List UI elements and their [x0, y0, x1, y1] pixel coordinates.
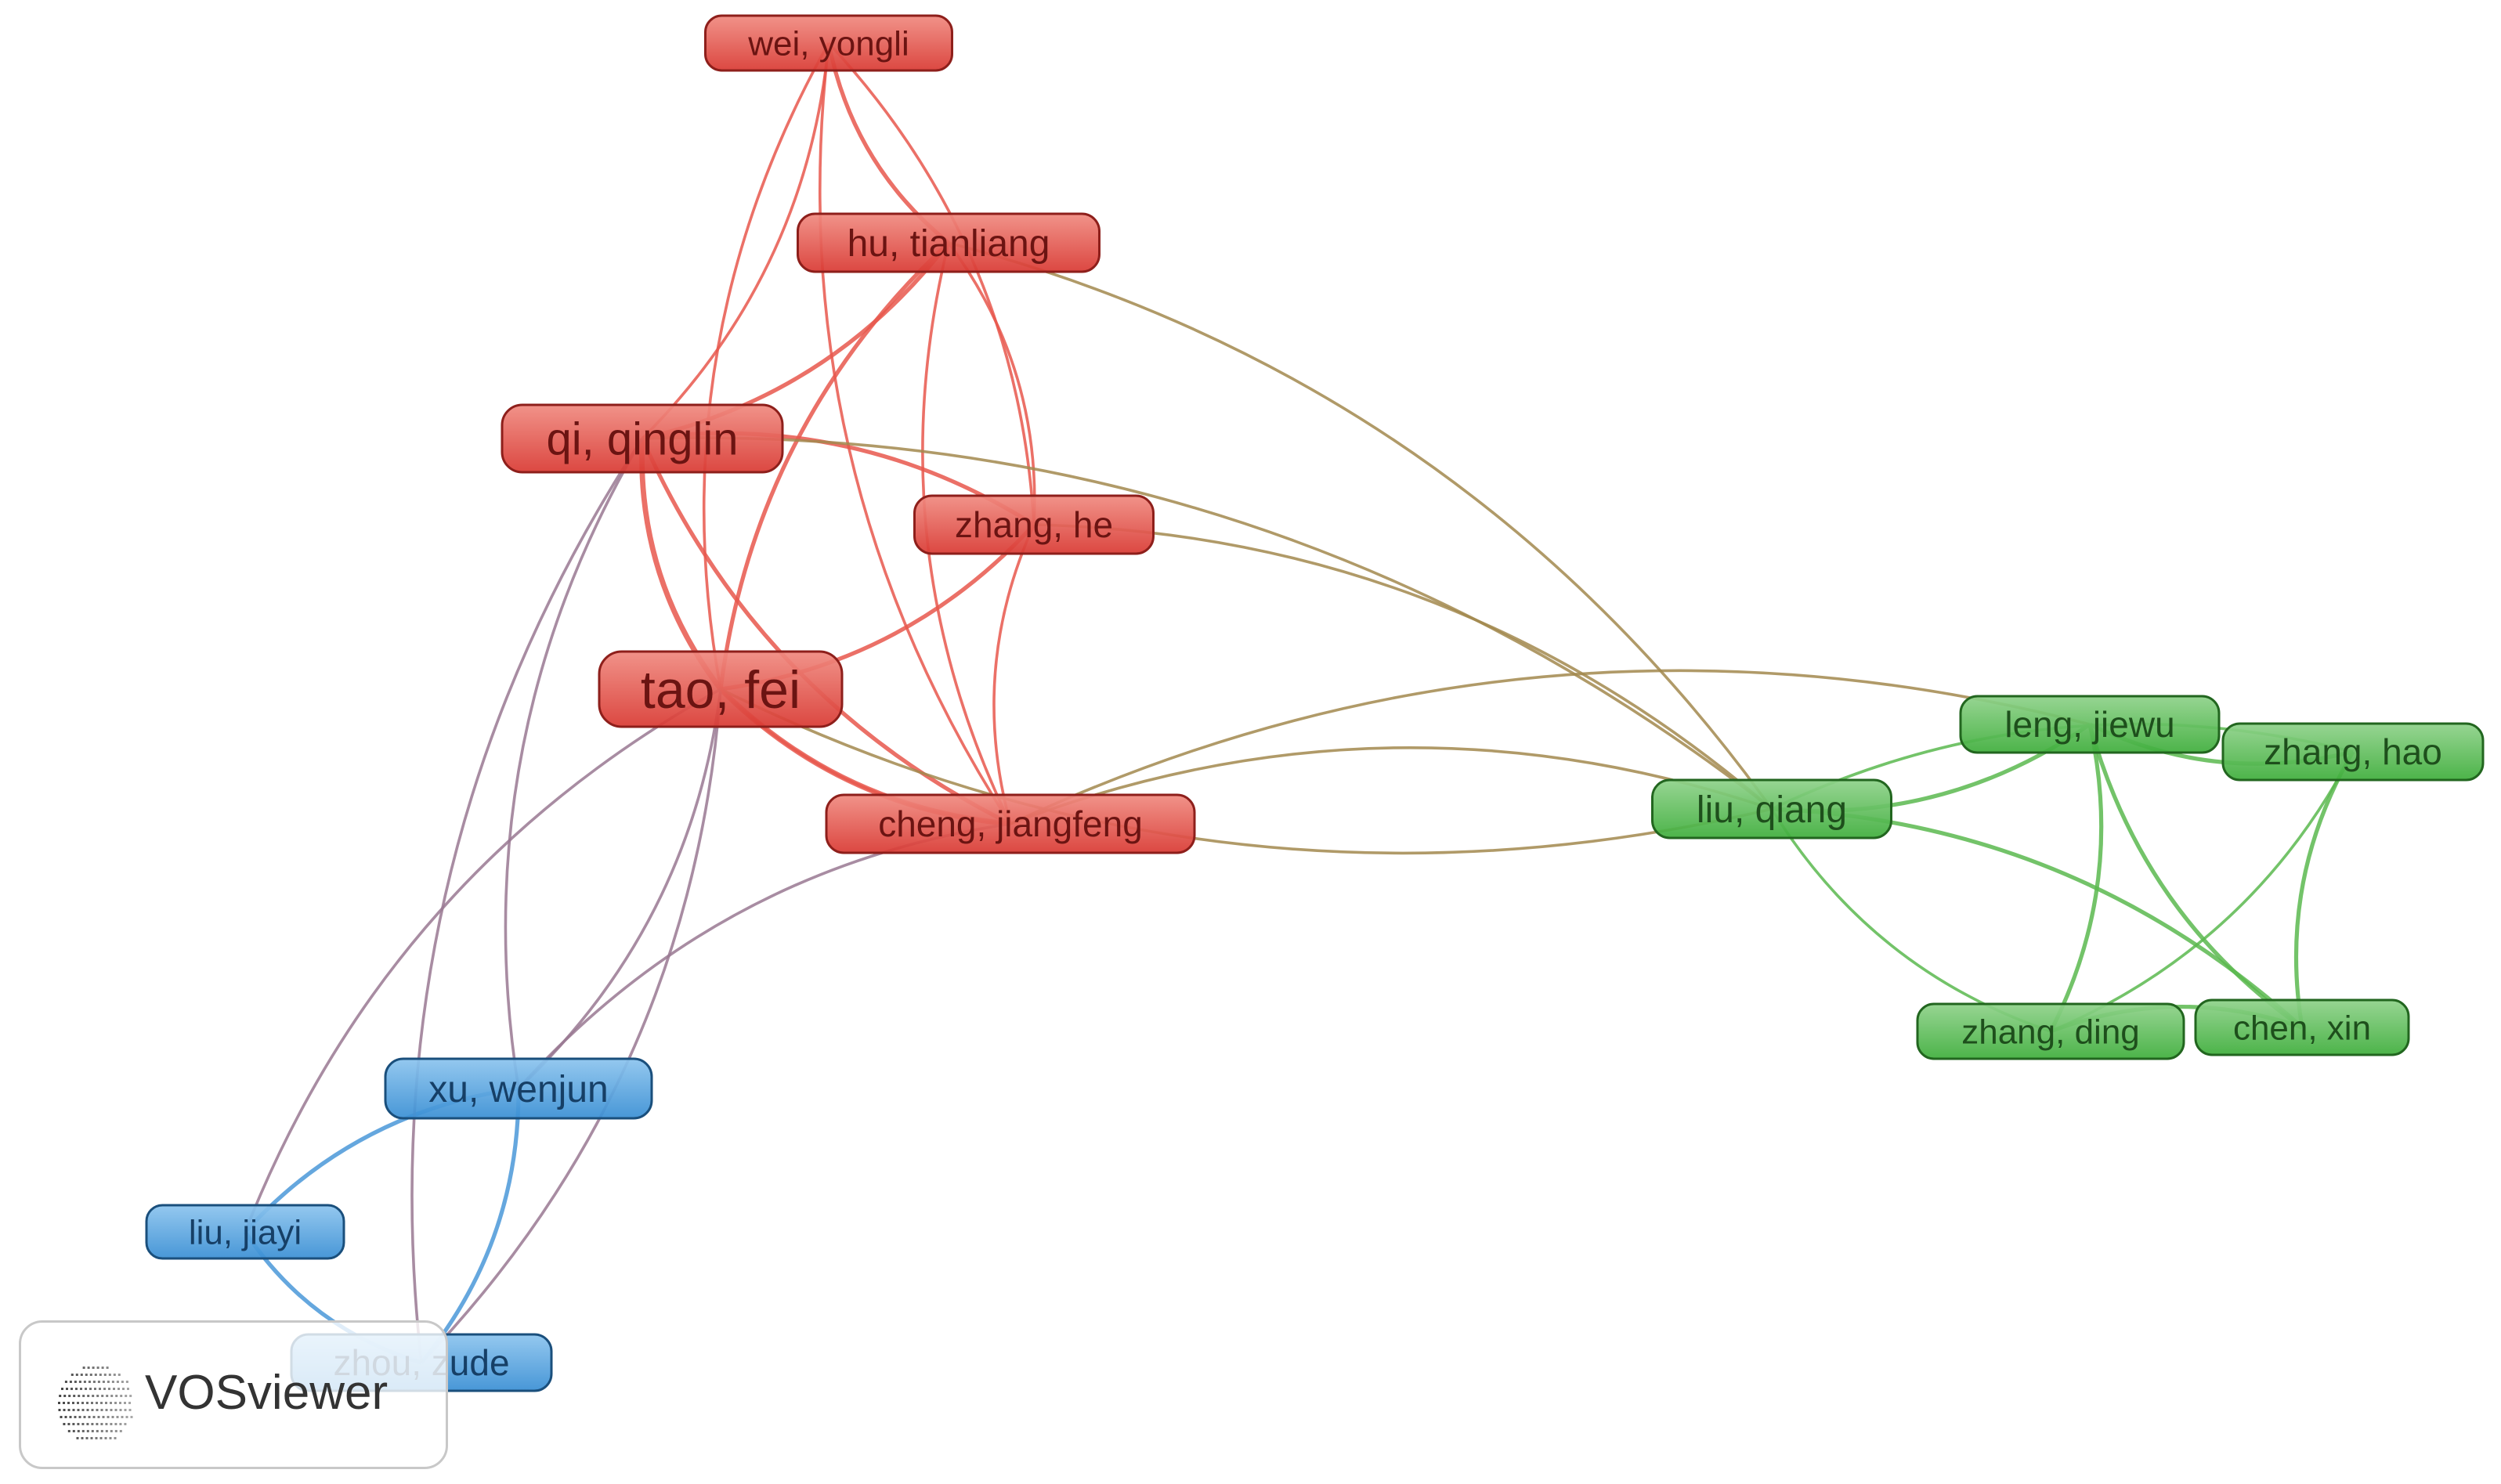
edge-zhang_he-cheng_jiangfeng: [992, 524, 1035, 825]
node-label: hu, tianliang: [848, 223, 1050, 265]
node-label: zhang, hao: [2264, 731, 2442, 772]
node-label: chen, xin: [2233, 1009, 2371, 1047]
node-box[interactable]: [1959, 695, 2221, 754]
node-box[interactable]: [384, 1057, 653, 1120]
node-zhang-ding[interactable]: zhang, ding: [1916, 1002, 2185, 1060]
node-zhang-hao[interactable]: zhang, hao: [2221, 722, 2485, 782]
node-label: leng, jiewu: [2004, 704, 2174, 745]
edge-wei_yongli-tao_fei: [702, 42, 830, 690]
node-box[interactable]: [501, 403, 784, 474]
edge-hu_tianliang-tao_fei: [718, 241, 950, 690]
node-zhang-he[interactable]: zhang, he: [913, 494, 1155, 555]
vosviewer-logo-icon: [58, 1367, 133, 1439]
node-box[interactable]: [913, 494, 1155, 555]
vosviewer-brand-box: VOSviewer: [19, 1320, 448, 1469]
edge-tao_fei-liu_qiang: [720, 688, 1773, 855]
vosviewer-brand-text: VOSviewer: [145, 1366, 389, 1420]
nodes-layer: wei, yongli hu, tianliang qi, qinglin zhang…: [145, 14, 2485, 1392]
edge-wei_yongli-qi_qinglin: [641, 42, 830, 440]
node-label: tao, fei: [641, 660, 801, 720]
node-label: xu, wenjun: [428, 1069, 608, 1110]
node-qi-qinglin[interactable]: qi, qinglin: [501, 403, 784, 474]
node-chen-xin[interactable]: chen, xin: [2194, 998, 2410, 1056]
edge-liu_qiang-chen_xin: [1771, 807, 2304, 1029]
node-box[interactable]: [1651, 778, 1892, 839]
edge-hu_tianliang-liu_qiang: [948, 241, 1773, 811]
edge-tao_fei-zhou_zude: [420, 688, 722, 1364]
node-box[interactable]: [598, 650, 844, 728]
edge-qi_qinglin-zhou_zude: [410, 438, 644, 1363]
edge-leng_jiewu-zhang_ding: [2048, 724, 2104, 1033]
edge-tao_fei-xu_wenjun: [517, 688, 722, 1090]
edge-tao_fei-liu_jiayi: [244, 688, 721, 1233]
edge-cheng_jiangfeng-liu_qiang: [1010, 746, 1773, 825]
node-label: cheng, jiangfeng: [878, 803, 1143, 844]
node-label: zhang, he: [955, 504, 1113, 545]
edge-liu_qiang-zhang_ding: [1770, 808, 2051, 1033]
edge-wei_yongli-cheng_jiangfeng: [818, 42, 1012, 825]
node-cheng-jiangfeng[interactable]: cheng, jiangfeng: [825, 793, 1196, 854]
node-box[interactable]: [2221, 722, 2485, 782]
node-box[interactable]: [145, 1204, 345, 1260]
edge-xu_wenjun-zhou_zude: [419, 1088, 521, 1364]
edge-qi_qinglin-xu_wenjun: [504, 438, 644, 1089]
node-box[interactable]: [1916, 1002, 2185, 1060]
edge-zhang_hao-chen_xin: [2293, 750, 2355, 1028]
node-xu-wenjun[interactable]: xu, wenjun: [384, 1057, 653, 1120]
edge-zhang_he-liu_qiang: [1033, 523, 1773, 811]
node-label: liu, jiayi: [189, 1213, 302, 1251]
node-box[interactable]: [2194, 998, 2410, 1056]
node-hu-tianliang[interactable]: hu, tianliang: [797, 212, 1101, 273]
node-liu-qiang[interactable]: liu, qiang: [1651, 778, 1892, 839]
edge-leng_jiewu-chen_xin: [2087, 724, 2304, 1030]
node-box[interactable]: [825, 793, 1196, 854]
node-box[interactable]: [797, 212, 1101, 273]
node-label: zhang, ding: [1961, 1013, 2140, 1051]
node-tao-fei[interactable]: tao, fei: [598, 650, 844, 728]
edge-qi_qinglin-liu_qiang: [642, 436, 1773, 811]
node-wei-yongli[interactable]: wei, yongli: [704, 14, 953, 72]
node-liu-jiayi[interactable]: liu, jiayi: [145, 1204, 345, 1260]
edge-cheng_jiangfeng-xu_wenjun: [517, 822, 1011, 1090]
node-label: liu, qiang: [1697, 789, 1847, 831]
node-label: qi, qinglin: [546, 413, 738, 464]
node-label: wei, yongli: [747, 24, 909, 63]
edge-hu_tianliang-zhang_he: [947, 241, 1036, 525]
node-leng-jiewu[interactable]: leng, jiewu: [1959, 695, 2221, 754]
edge-cheng_jiangfeng-leng_jiewu: [1010, 669, 2091, 825]
node-box[interactable]: [704, 14, 953, 72]
